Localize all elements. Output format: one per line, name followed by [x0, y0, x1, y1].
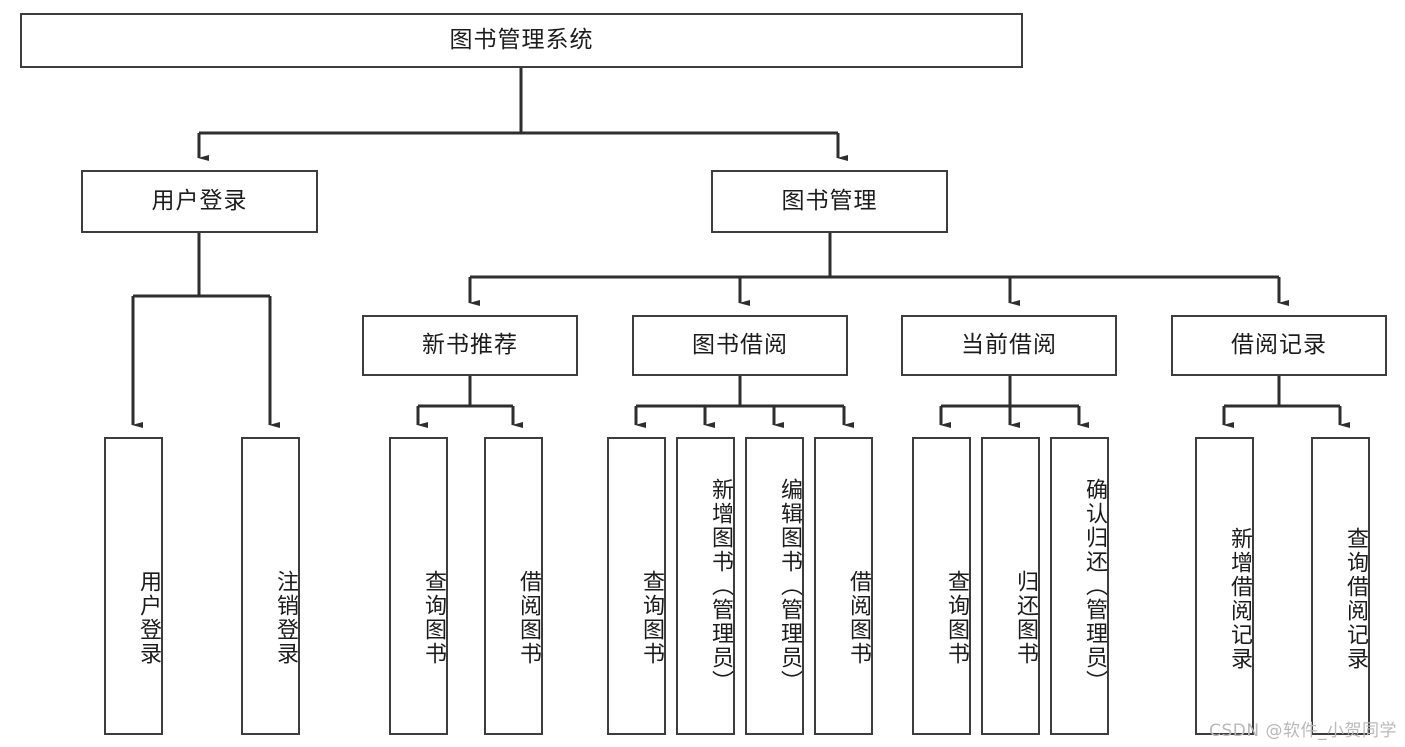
- node-label: 用户登录: [136, 570, 161, 666]
- node-label: 查询借阅记录: [1343, 527, 1368, 671]
- node-label: 编辑图书（管理员）: [777, 478, 802, 694]
- node-label: 查询图书: [639, 570, 664, 666]
- leaf-current-confirm-return-admin[interactable]: 确认归还（管理员）: [1050, 437, 1109, 735]
- leaf-user-login-login[interactable]: 用户登录: [104, 437, 163, 735]
- node-label: 图书管理: [781, 187, 878, 214]
- node-book-borrow[interactable]: 图书借阅: [632, 315, 848, 376]
- leaf-borrow-add-book-admin[interactable]: 新增图书（管理员）: [676, 437, 735, 735]
- watermark: CSDN @软件_小贺同学: [1209, 721, 1397, 741]
- node-label: 图书管理系统: [449, 26, 594, 53]
- leaf-borrow-query-book[interactable]: 查询图书: [607, 437, 666, 735]
- node-label: 归还图书: [1013, 570, 1038, 666]
- node-label: 当前借阅: [961, 331, 1057, 358]
- node-root-system[interactable]: 图书管理系统: [20, 13, 1023, 68]
- node-label: 查询图书: [421, 570, 446, 666]
- leaf-recommend-query-book[interactable]: 查询图书: [389, 437, 448, 735]
- node-borrow-record[interactable]: 借阅记录: [1171, 315, 1387, 376]
- leaf-borrow-borrow-book[interactable]: 借阅图书: [814, 437, 873, 735]
- node-label: 确认归还（管理员）: [1082, 478, 1107, 694]
- leaf-recommend-borrow-book[interactable]: 借阅图书: [484, 437, 543, 735]
- node-label: 借阅记录: [1231, 331, 1327, 358]
- node-label: 借阅图书: [846, 570, 871, 666]
- leaf-record-add-record[interactable]: 新增借阅记录: [1195, 437, 1254, 735]
- node-label: 新增图书（管理员）: [708, 478, 733, 694]
- leaf-borrow-edit-book-admin[interactable]: 编辑图书（管理员）: [745, 437, 804, 735]
- node-label: 查询图书: [944, 570, 969, 666]
- node-label: 注销登录: [273, 570, 298, 666]
- node-current-borrow[interactable]: 当前借阅: [901, 315, 1117, 376]
- node-label: 图书借阅: [692, 331, 788, 358]
- node-label: 新增借阅记录: [1227, 527, 1252, 671]
- leaf-record-query-record[interactable]: 查询借阅记录: [1311, 437, 1370, 735]
- node-book-management[interactable]: 图书管理: [711, 170, 948, 233]
- leaf-current-query-book[interactable]: 查询图书: [912, 437, 971, 735]
- node-label: 用户登录: [151, 187, 248, 214]
- leaf-current-return-book[interactable]: 归还图书: [981, 437, 1040, 735]
- node-new-book-recommend[interactable]: 新书推荐: [362, 315, 578, 376]
- leaf-user-login-logout[interactable]: 注销登录: [241, 437, 300, 735]
- node-label: 借阅图书: [516, 570, 541, 666]
- node-user-login[interactable]: 用户登录: [81, 170, 318, 233]
- node-label: 新书推荐: [422, 331, 518, 358]
